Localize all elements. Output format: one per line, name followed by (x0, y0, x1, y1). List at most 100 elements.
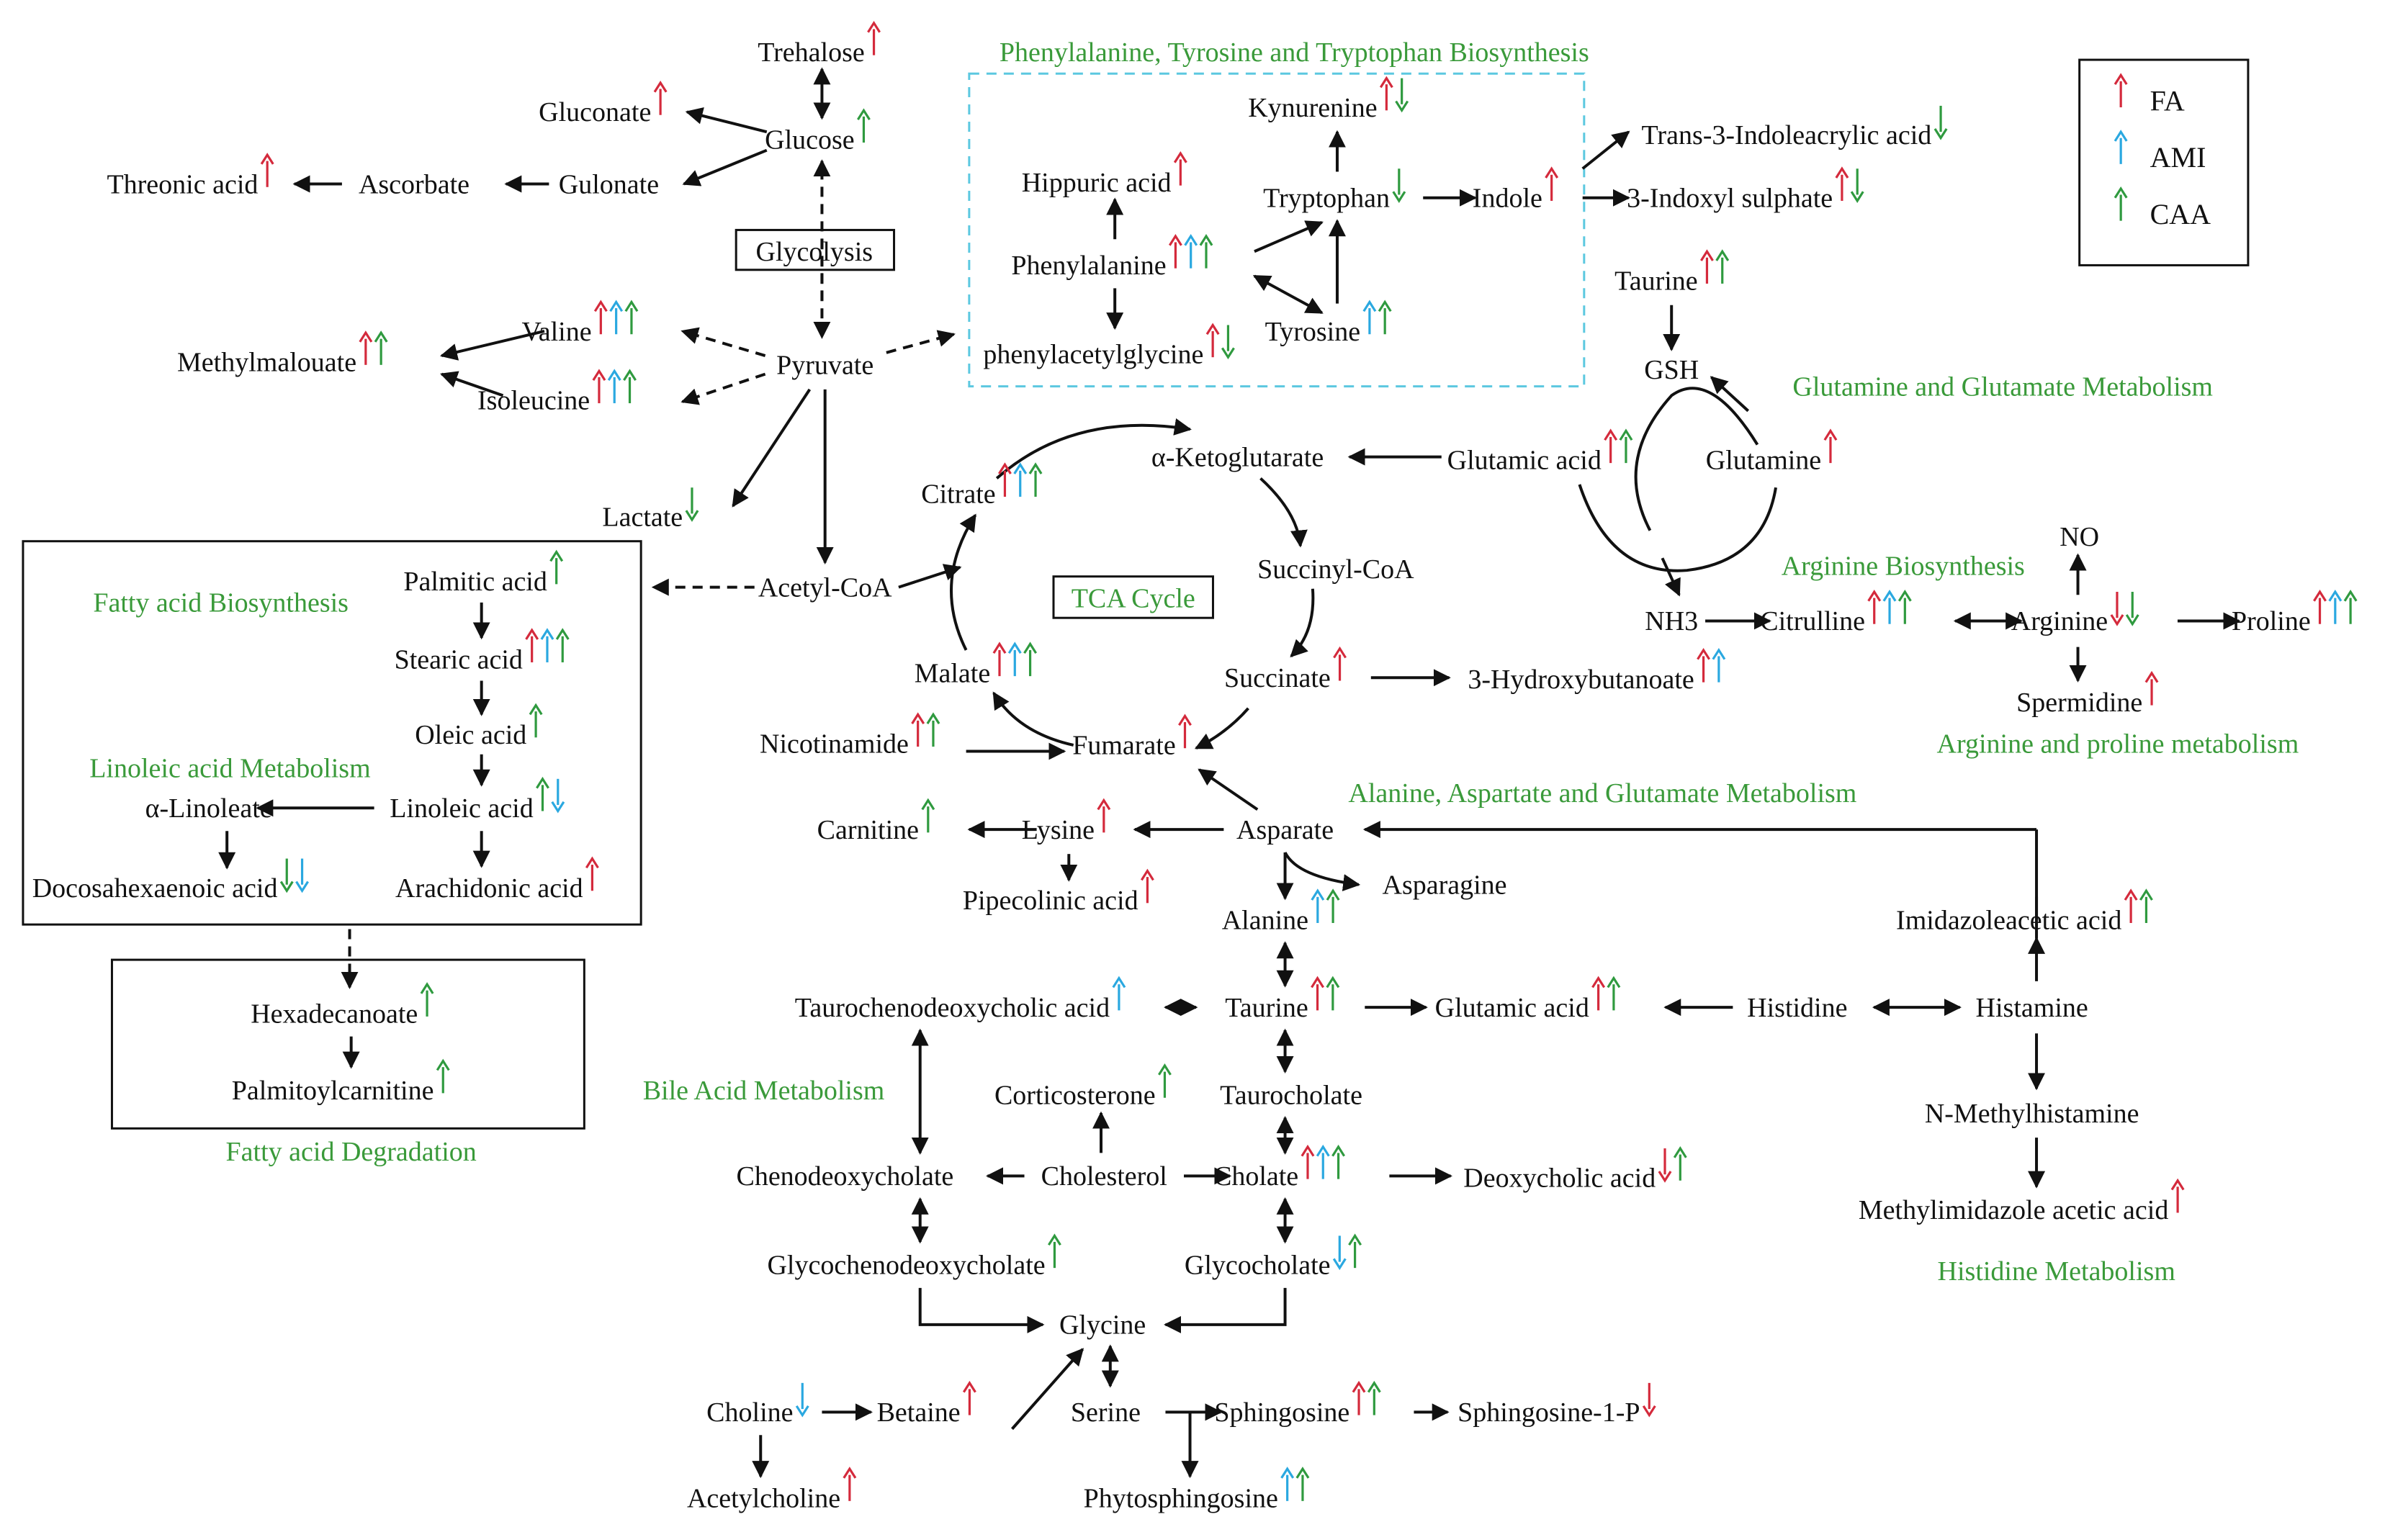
change-arrow-fa-up (359, 330, 373, 365)
change-arrow-fa-up (1867, 590, 1882, 624)
pathway-edges (218, 67, 2241, 1479)
metabolite-stearic: Stearic acid (395, 644, 523, 675)
metabolite-imidazoleacetic: Imidazoleacetic acid (1896, 906, 2121, 936)
change-arrow-caa-up (420, 982, 434, 1017)
metabolite-citrulline: Citrulline (1760, 606, 1865, 636)
metabolite-hippuric: Hippuric acid (1022, 168, 1172, 198)
change-arrow-fa-up (2124, 888, 2138, 923)
metabolite-nh3: NH3 (1645, 606, 1698, 636)
change-arrow-ami-up (540, 628, 554, 662)
pathway-edge (681, 372, 766, 405)
metabolite-gsh: GSH (1644, 355, 1699, 385)
metabolite-succinylcoa: Succinyl-CoA (1257, 554, 1414, 585)
change-arrow-ami-down (1332, 1235, 1347, 1271)
change-arrow-ami-up (1712, 647, 1726, 683)
change-arrow-caa-up (1715, 249, 1730, 284)
metabolite-taurine_top: Taurine (1614, 266, 1698, 296)
change-arrow-ami-up (1362, 300, 1377, 335)
legend-label-ami: AMI (2150, 141, 2206, 174)
metabolite-glutamic_mid: Glutamic acid (1435, 993, 1589, 1023)
metabolite-carnitine: Carnitine (817, 815, 919, 845)
metabolite-nicotinamide: Nicotinamide (760, 729, 909, 760)
change-arrow-fa-up (1311, 976, 1324, 1011)
metabolite-choline: Choline (706, 1397, 793, 1428)
glycolysis-box (735, 228, 896, 271)
change-arrow-caa-down (1933, 105, 1948, 140)
metabolite-pipecolinic: Pipecolinic acid (963, 886, 1138, 916)
pathway-edge (1634, 387, 1759, 531)
change-arrow-ami-down (551, 778, 565, 814)
pathway-title-lin: Linoleic acid Metabolism (89, 754, 370, 784)
pathway-edge (1259, 477, 1308, 548)
metabolite-threonic: Threonic acid (107, 169, 258, 199)
metabolite-gluconate: Gluconate (539, 97, 651, 127)
metabolite-trehalose: Trehalose (758, 37, 864, 68)
degradation-frame (110, 958, 585, 1130)
glycolysis-label: Glycolysis (756, 237, 873, 267)
metabolite-proline: Proline (2232, 606, 2311, 636)
change-arrow-fa-down (1642, 1382, 1656, 1418)
metabolite-pyruvate: Pyruvate (776, 351, 873, 381)
change-arrow-fa-up (1697, 647, 1711, 683)
metabolite-sphingosine1p: Sphingosine-1-P (1457, 1397, 1640, 1428)
change-arrow-fa-up (1205, 323, 1220, 358)
pathway-title-ala: Alanine, Aspartate and Glutamate Metabol… (1348, 778, 1856, 809)
metabolite-hexadecanoate: Hexadecanoate (251, 999, 418, 1029)
metabolite-no: NO (2060, 522, 2099, 552)
change-arrow-ami-up (1882, 590, 1897, 624)
change-arrow-ami-down (295, 858, 309, 893)
change-arrow-caa-up (1331, 1144, 1346, 1179)
change-arrow-fa-up (1301, 1144, 1315, 1179)
change-arrow-fa-up (1168, 233, 1182, 269)
change-arrow-fa-up (1835, 166, 1849, 201)
metabolite-glutamine: Glutamine (1706, 446, 1821, 476)
change-arrow-ami-up (1007, 641, 1022, 677)
change-arrow-ami-up (1112, 976, 1126, 1011)
change-arrow-fa-up (1333, 646, 1347, 681)
metabolite-hydroxybut: 3-Hydroxybutanoate (1468, 665, 1694, 695)
metabolite-taurocholate: Taurocholate (1220, 1080, 1362, 1110)
metabolite-acetylcholine: Acetylcholine (687, 1483, 840, 1513)
pathway-title-argpro: Arginine and proline metabolism (1937, 729, 2299, 760)
pathway-edge (439, 330, 545, 361)
metabolite-dha: Docosahexaenoic acid (32, 873, 278, 904)
change-arrow-ami-up (1013, 462, 1028, 497)
change-arrow-caa-down (1392, 168, 1406, 203)
legend-frame (2078, 58, 2250, 266)
change-arrow-fa-up (1097, 798, 1111, 833)
change-arrow-caa-up (529, 703, 543, 738)
change-arrow-caa-down (279, 858, 294, 893)
change-arrow-fa-up (1545, 166, 1559, 201)
change-arrow-caa-up (549, 549, 564, 585)
change-arrow-fa-up (2144, 670, 2159, 706)
metabolite-nmethylhistamine: N-Methylhistamine (1925, 1099, 2139, 1129)
metabolite-arginine: Arginine (2011, 606, 2108, 636)
metabolite-citrate: Citrate (921, 479, 995, 509)
metabolite-akg: α-Ketoglutarate (1151, 442, 1324, 472)
metabolite-spermidine: Spermidine (2016, 688, 2142, 718)
pathway-edge (1198, 768, 1259, 811)
pathway-edge (1661, 557, 1681, 597)
metabolite-histidine: Histidine (1747, 993, 1847, 1023)
metabolite-valine: Valine (521, 317, 591, 347)
metabolite-taurine_mid: Taurine (1225, 993, 1308, 1023)
metabolite-kynurenine: Kynurenine (1248, 93, 1377, 123)
metabolite-arachidonic: Arachidonic acid (395, 873, 583, 904)
metabolite-fumarate: Fumarate (1072, 731, 1176, 761)
change-arrow-fa-up (1700, 249, 1714, 284)
metabolite-phenylacetylglycine: phenylacetylglycine (983, 340, 1203, 370)
change-arrow-fa-up (843, 1467, 857, 1501)
change-arrow-caa-down (1221, 325, 1235, 360)
metabolite-phytosphingosine: Phytosphingosine (1084, 1483, 1278, 1513)
aromatic-pathway-frame (968, 72, 1586, 388)
tca-cycle-box (1052, 575, 1214, 619)
metabolite-sphingosine: Sphingosine (1214, 1397, 1349, 1428)
change-arrow-caa-up (1326, 888, 1340, 923)
pathway-edge (1194, 707, 1249, 750)
metabolite-asparagine: Asparagine (1383, 870, 1507, 901)
pathway-title-fab: Fatty acid Biosynthesis (93, 588, 349, 618)
metabolite-cholate: Cholate (1213, 1161, 1298, 1192)
pathway-edge (685, 107, 768, 134)
change-arrow-ami-up (607, 369, 621, 404)
